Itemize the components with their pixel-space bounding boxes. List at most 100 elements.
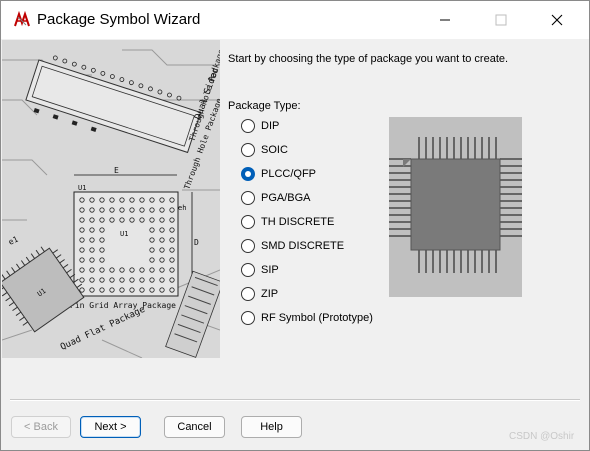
pga-pin-hole	[89, 287, 95, 293]
radio-label-dip: DIP	[261, 120, 280, 132]
pga-pin-hole	[79, 267, 85, 273]
pga-pin-hole	[159, 277, 165, 283]
radio-th-discrete[interactable]: TH DISCRETE	[241, 212, 431, 232]
pga-pin-hole	[139, 287, 145, 293]
pga-pin-hole	[89, 247, 95, 253]
pga-pin-hole	[89, 237, 95, 243]
radio-label-smd-discrete: SMD DISCRETE	[261, 240, 345, 252]
pga-pin-hole	[109, 267, 115, 273]
pga-pin-hole	[159, 237, 165, 243]
pga-pin-hole	[169, 237, 175, 243]
radio-indicator[interactable]	[241, 263, 255, 277]
dim-e-label: E	[114, 166, 119, 175]
pga-pin-hole	[159, 217, 165, 223]
pga-pin-hole	[129, 217, 135, 223]
pga-pin-hole	[159, 197, 165, 203]
pga-pin-hole	[149, 287, 155, 293]
u1-qfp-label: U1	[36, 287, 48, 298]
pga-pin-hole	[149, 237, 155, 243]
pga-pin-hole	[79, 237, 85, 243]
pga-pin-hole	[139, 207, 145, 213]
radio-indicator[interactable]	[241, 215, 255, 229]
maximize-icon	[495, 14, 507, 26]
pga-pin-hole	[119, 277, 125, 283]
cancel-button[interactable]: Cancel	[164, 416, 225, 438]
pga-pin-hole	[129, 207, 135, 213]
pga-pin-hole	[99, 197, 105, 203]
minimize-icon	[440, 19, 450, 21]
pga-pin-hole	[159, 287, 165, 293]
radio-indicator[interactable]	[241, 143, 255, 157]
radio-indicator[interactable]	[241, 239, 255, 253]
pga-pin-hole	[89, 277, 95, 283]
pga-pin-hole	[169, 277, 175, 283]
radio-sip[interactable]: SIP	[241, 260, 431, 280]
plcc-qfp-preview-image	[389, 137, 522, 273]
next-button[interactable]: Next >	[80, 416, 141, 438]
pga-pin-hole	[149, 257, 155, 263]
pga-pin-hole	[79, 207, 85, 213]
package-type-label: Package Type:	[228, 100, 301, 112]
pga-pin-hole	[149, 267, 155, 273]
back-button[interactable]: < Back	[11, 416, 71, 438]
radio-label-th-discrete: TH DISCRETE	[261, 216, 335, 228]
pga-pin-hole	[99, 237, 105, 243]
minimize-button[interactable]	[422, 1, 468, 39]
instruction-text: Start by choosing the type of package yo…	[228, 53, 509, 65]
watermark-text: CSDN @Oshir	[509, 431, 575, 442]
pga-pin-hole	[139, 267, 145, 273]
radio-indicator[interactable]	[241, 311, 255, 325]
maximize-button[interactable]	[478, 1, 524, 39]
radio-label-soic: SOIC	[261, 144, 288, 156]
radio-indicator[interactable]	[241, 167, 255, 181]
pga-pin-hole	[159, 257, 165, 263]
radio-indicator[interactable]	[241, 287, 255, 301]
pga-pin-hole	[79, 247, 85, 253]
wizard-app-icon	[14, 11, 30, 27]
radio-label-plcc-qfp: PLCC/QFP	[261, 168, 317, 180]
pga-pin-hole	[169, 257, 175, 263]
radio-indicator[interactable]	[241, 191, 255, 205]
radio-dip[interactable]: DIP	[241, 116, 431, 136]
radio-plcc-qfp[interactable]: PLCC/QFP	[241, 164, 431, 184]
pga-pin-hole	[99, 257, 105, 263]
window-title: Package Symbol Wizard	[37, 11, 201, 28]
pga-pin-hole	[109, 207, 115, 213]
u1-top-label: U1	[78, 184, 86, 192]
help-button[interactable]: Help	[241, 416, 302, 438]
pga-pin-hole	[99, 217, 105, 223]
radio-rf-symbol[interactable]: RF Symbol (Prototype)	[241, 308, 431, 328]
pga-pin-hole	[149, 227, 155, 233]
pga-pin-hole	[79, 277, 85, 283]
qfp-label: Quad Flat Package	[59, 305, 147, 353]
pga-pin-hole	[159, 207, 165, 213]
pga-pin-hole	[89, 227, 95, 233]
radio-zip[interactable]: ZIP	[241, 284, 431, 304]
pga-pin-hole	[149, 207, 155, 213]
pga-pin-hole	[169, 267, 175, 273]
pga-pin-hole	[99, 207, 105, 213]
pga-pin-hole	[149, 247, 155, 253]
radio-indicator[interactable]	[241, 119, 255, 133]
pga-pin-hole	[79, 197, 85, 203]
pga-pin-hole	[169, 197, 175, 203]
close-button[interactable]	[534, 1, 580, 39]
radio-pga-bga[interactable]: PGA/BGA	[241, 188, 431, 208]
pga-pin-hole	[169, 207, 175, 213]
pga-pin-hole	[139, 277, 145, 283]
title-bar: Package Symbol Wizard	[1, 1, 589, 39]
pga-pin-hole	[89, 217, 95, 223]
pga-pin-hole	[109, 197, 115, 203]
package-drawing: Through Hole Package Dual Sided Through …	[2, 48, 220, 358]
radio-label-zip: ZIP	[261, 288, 279, 300]
pga-pin-hole	[149, 277, 155, 283]
pga-pin-hole	[119, 207, 125, 213]
radio-soic[interactable]: SOIC	[241, 140, 431, 160]
pga-pin-hole	[129, 267, 135, 273]
pga-pin-hole	[129, 197, 135, 203]
radio-smd-discrete[interactable]: SMD DISCRETE	[241, 236, 431, 256]
pga-pin-hole	[99, 247, 105, 253]
pga-pin-hole	[119, 217, 125, 223]
pga-pin-hole	[129, 277, 135, 283]
footer-separator	[10, 399, 580, 401]
